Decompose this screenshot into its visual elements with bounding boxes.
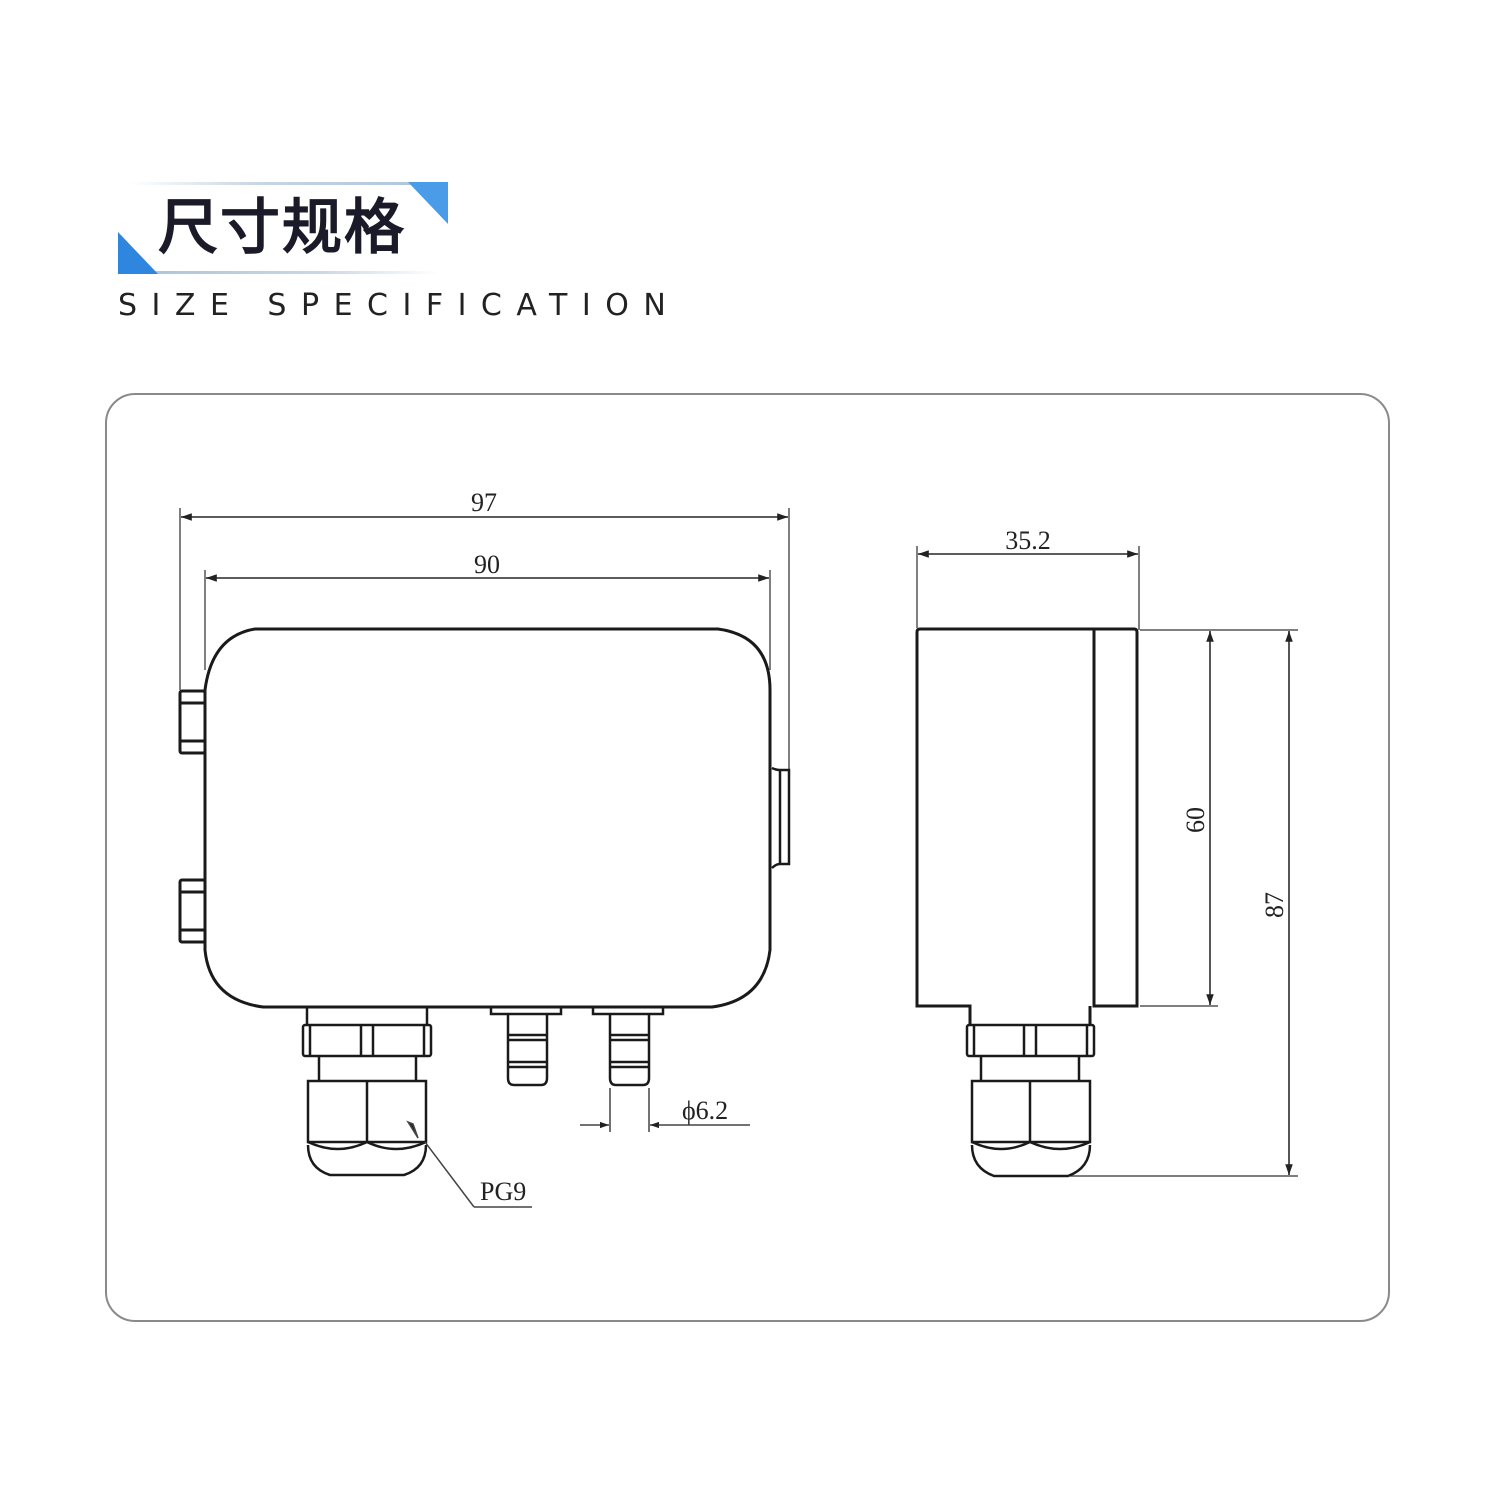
title-bottom-line	[130, 271, 440, 274]
side-body	[915, 627, 1139, 1025]
accent-triangle-bottom-left-icon	[118, 232, 158, 274]
section-header: 尺寸规格 SIZE SPECIFICATION	[118, 182, 666, 332]
title-band	[118, 182, 450, 274]
dim-depth: 35.2	[1005, 526, 1051, 555]
left-mounting-tabs	[178, 689, 207, 944]
cable-gland-side	[965, 1023, 1096, 1178]
accent-triangle-top-right-icon	[408, 182, 448, 224]
title-top-line	[128, 182, 448, 185]
dim-body-height: 60	[1181, 807, 1210, 833]
right-tab	[771, 766, 791, 869]
side-view	[915, 546, 1298, 1178]
cable-gland-label: PG9	[480, 1177, 526, 1206]
dim-overall-height: 87	[1260, 892, 1289, 918]
enclosure-body	[203, 627, 772, 1009]
dimension-lines	[180, 513, 788, 582]
page-subtitle: SIZE SPECIFICATION	[118, 288, 681, 323]
drawing-panel	[105, 393, 1390, 1322]
front-view	[178, 508, 791, 1208]
hose-barb-right	[591, 1007, 665, 1087]
page-title: 尺寸规格	[158, 193, 406, 263]
dim-barb-diameter: ϕ6.2	[682, 1096, 728, 1125]
dim-overall-width: 97	[471, 488, 497, 517]
barb-diameter-dimension	[580, 1088, 750, 1132]
cable-gland-front	[301, 1007, 433, 1177]
extension-lines	[179, 508, 790, 770]
pg9-leader	[406, 1120, 532, 1208]
dim-body-width: 90	[474, 550, 500, 579]
hose-barb-left	[489, 1007, 563, 1087]
